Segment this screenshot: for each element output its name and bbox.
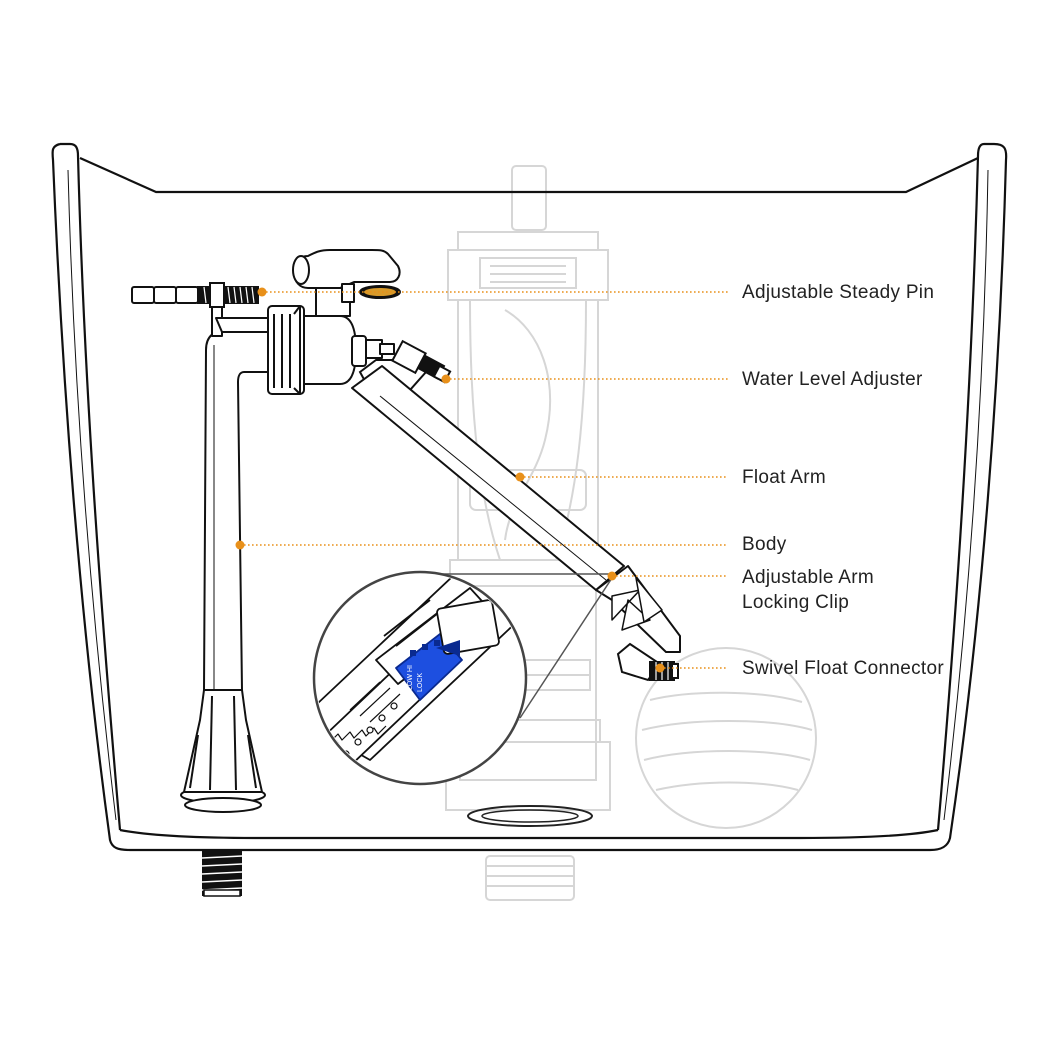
label-locking-clip: Locking Clip (742, 592, 850, 613)
clip-text-line1: LOW HI (407, 665, 414, 690)
dot-water-level (441, 374, 451, 384)
dot-locking-clip (607, 571, 617, 581)
clip-text-line2: LOCK (417, 673, 424, 692)
callout-leaders (240, 291, 728, 669)
dot-body (235, 540, 245, 550)
label-body: Body (742, 534, 787, 555)
callout-dots (235, 287, 665, 673)
steady-pin (131, 282, 259, 308)
inlet-shank (201, 850, 243, 897)
clip-detail-zoom: LOW HI LOCK (312, 570, 613, 786)
dot-steady-pin (257, 287, 267, 297)
valve-body (180, 249, 401, 813)
label-adjustable-steady-pin: Adjustable Steady Pin (742, 282, 935, 303)
float-arm (351, 365, 681, 653)
tank-outline (51, 142, 1008, 852)
dot-float-arm (515, 472, 525, 482)
label-swivel-float-connector: Swivel Float Connector (742, 658, 944, 679)
label-adjustable-arm: Adjustable Arm (742, 567, 874, 588)
label-water-level-adjuster: Water Level Adjuster (742, 369, 923, 390)
label-float-arm: Float Arm (742, 467, 826, 488)
dot-swivel (655, 663, 665, 673)
